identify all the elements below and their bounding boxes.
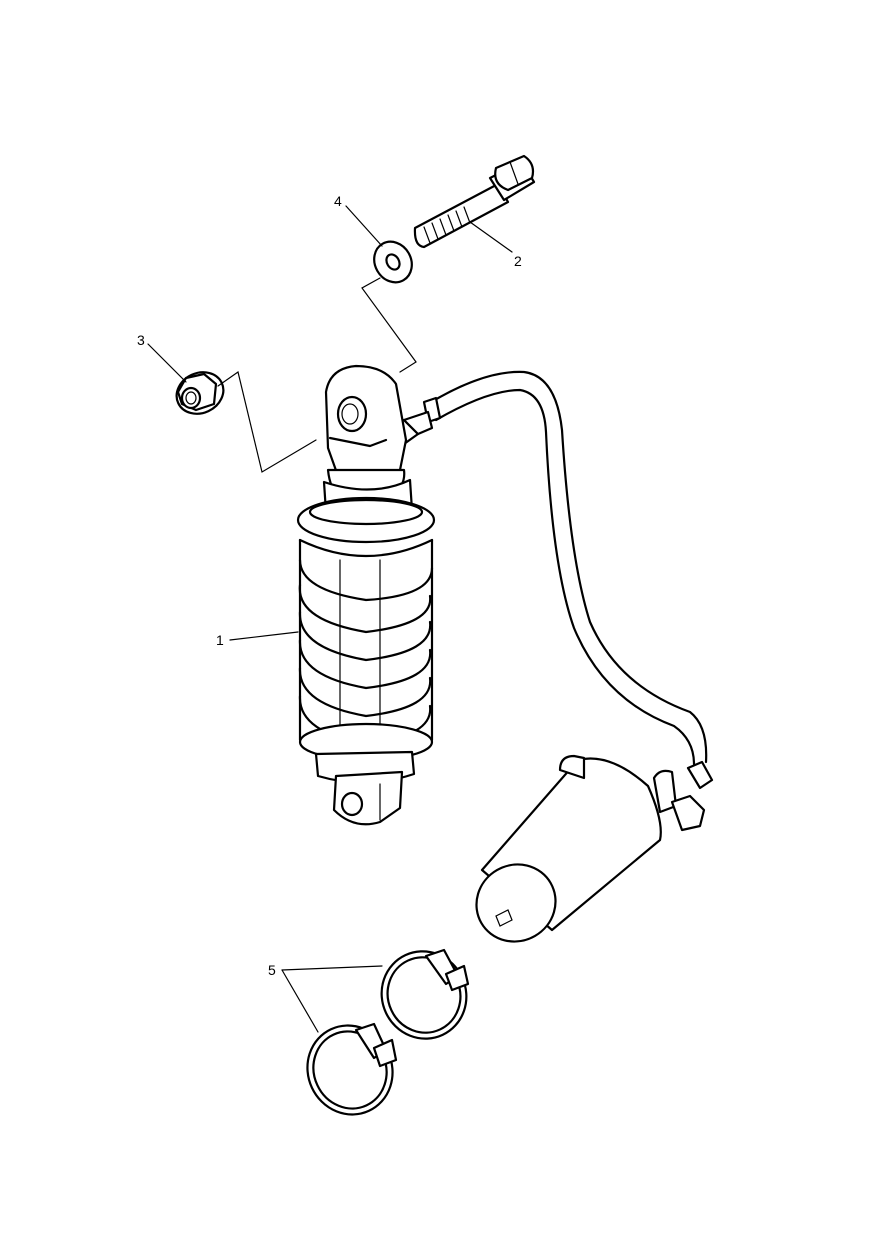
callout-2-label: 2	[514, 253, 522, 269]
reservoir-part	[475, 754, 714, 943]
callout-1: 1	[216, 631, 299, 648]
callout-1-label: 1	[216, 632, 224, 648]
callout-2: 2	[469, 221, 522, 269]
callout-3: 3	[137, 332, 187, 383]
washer-part	[373, 240, 413, 284]
shock-absorber-part	[296, 364, 708, 826]
bolt-part	[413, 154, 536, 249]
callout-4-label: 4	[334, 193, 342, 209]
callout-4: 4	[334, 193, 383, 247]
washer-assembly-line	[361, 277, 417, 373]
callout-5: 5	[268, 962, 383, 1033]
nut-assembly-line	[217, 371, 317, 473]
callout-5-label: 5	[268, 962, 276, 978]
nut-part	[175, 371, 225, 415]
callout-3-label: 3	[137, 332, 145, 348]
hose-clips-part	[306, 948, 470, 1116]
